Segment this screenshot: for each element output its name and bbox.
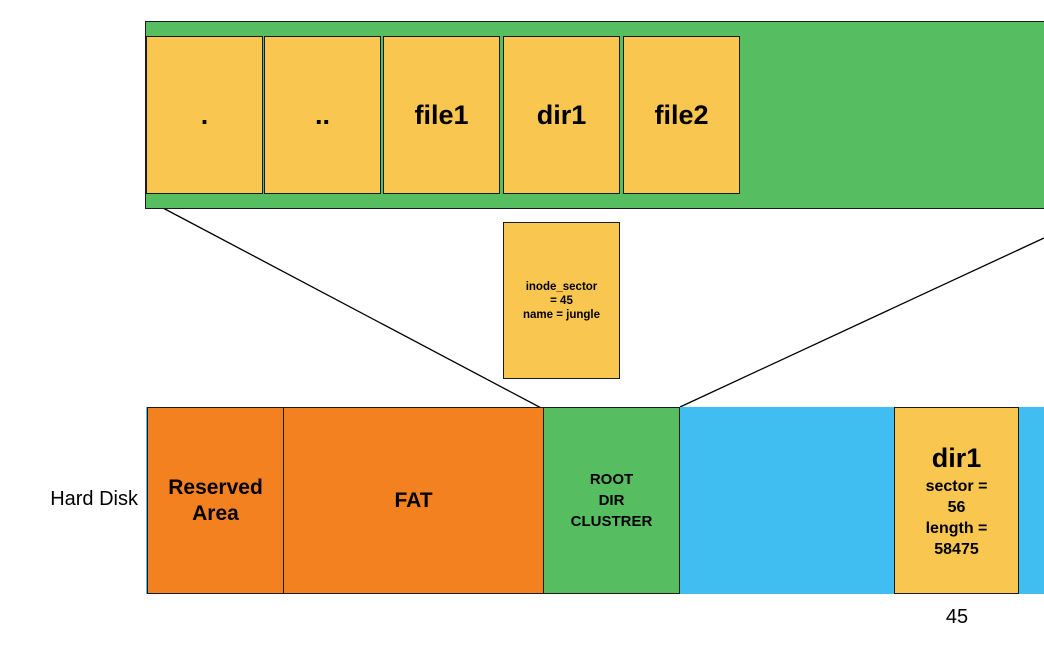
sector-number-label: 45 — [945, 606, 969, 628]
detail-line-2: = 45 — [550, 294, 573, 307]
dir1-line-4: 58475 — [934, 540, 979, 558]
root-line-2: DIR — [598, 492, 625, 509]
fat-segment: FAT — [283, 407, 544, 594]
dir1-line-3: length = — [925, 519, 988, 537]
dir1-block-name: dir1 — [931, 442, 982, 473]
root-line-1: ROOT — [589, 471, 634, 488]
zoom-line-right — [679, 237, 1044, 408]
zoom-line-left — [162, 207, 546, 411]
hard-disk-label: Hard Disk — [50, 488, 138, 510]
dir1-line-2: 56 — [947, 498, 966, 516]
root-dir-cluster-segment: ROOT DIR CLUSTRER — [543, 407, 680, 594]
dir-entry-file1: file1 — [383, 36, 500, 194]
dir-entry-file2: file2 — [623, 36, 740, 194]
dir-entry-dir1: dir1 — [503, 36, 620, 194]
dir-entry-dot: . — [146, 36, 263, 194]
detail-line-3: name = jungle — [522, 308, 600, 321]
detail-line-1: inode_sector — [525, 280, 598, 293]
reserved-line-2: Area — [192, 501, 239, 525]
reserved-line-1: Reserved — [168, 475, 263, 499]
root-line-3: CLUSTRER — [570, 513, 653, 530]
dir-entry-dotdot: .. — [264, 36, 381, 194]
dir1-block: dir1 sector = 56 length = 58475 — [894, 407, 1019, 594]
entry-detail-card: inode_sector = 45 name = jungle — [503, 222, 620, 379]
reserved-area-segment: Reserved Area — [147, 407, 284, 594]
dir1-line-1: sector = — [925, 477, 988, 495]
